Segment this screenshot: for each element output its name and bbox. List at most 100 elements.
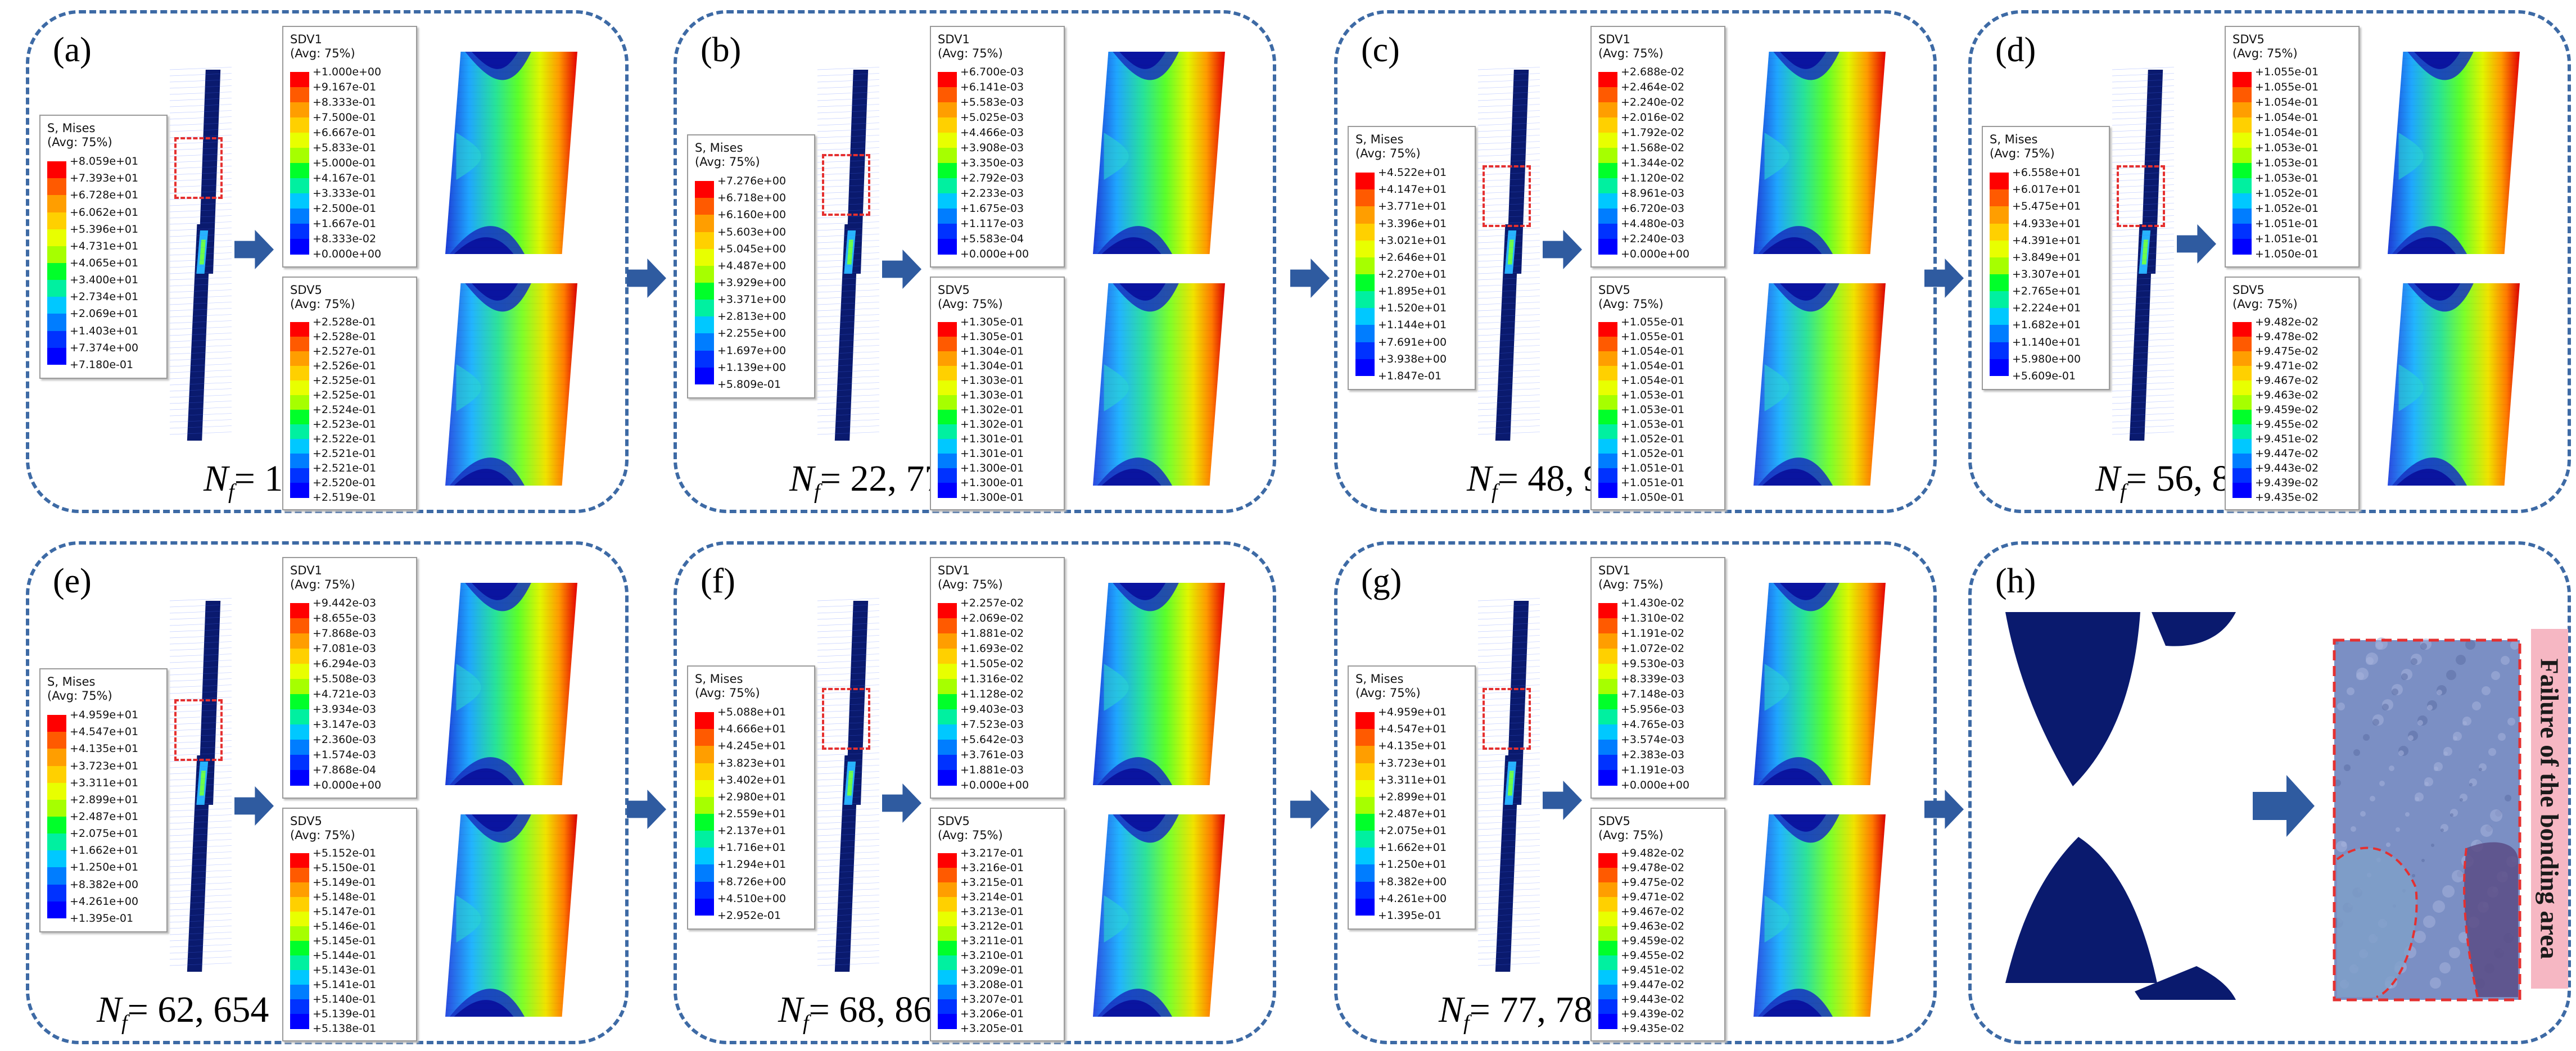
legend-swatch [1598, 483, 1617, 498]
legend-swatch [2232, 178, 2252, 194]
legend-value: +0.000e+00 [1621, 248, 1690, 261]
legend-swatch [1598, 912, 1617, 927]
legend-value: +2.813e+00 [717, 310, 787, 323]
legend-swatch [1598, 618, 1617, 634]
sdv1-legend: SDV1(Avg: 75%)+6.700e-03+6.141e-03+5.583… [930, 26, 1065, 268]
legend-swatch [938, 410, 957, 425]
legend-scale: +6.558e+01+6.017e+01+5.475e+01+4.933e+01… [1990, 164, 2109, 384]
legend-swatch [1990, 308, 2009, 325]
legend-value: +4.933e+01 [2012, 217, 2081, 230]
legend-swatch [938, 380, 957, 396]
legend-scale: +1.055e-01+1.055e-01+1.054e-01+1.054e-01… [2232, 64, 2358, 262]
legend-swatch [47, 749, 66, 767]
legend-swatch [938, 694, 957, 710]
legend-value: +1.250e+01 [70, 861, 139, 874]
legend-swatch [2232, 380, 2252, 396]
legend-value: +6.141e-03 [960, 80, 1024, 93]
legend-value: +9.447e-02 [1621, 978, 1685, 991]
legend-value: +9.455e-02 [1621, 949, 1685, 962]
legend-value: +1.053e-01 [1621, 418, 1685, 431]
legend-value: +9.471e-02 [1621, 891, 1685, 903]
legend-value: +9.439e-02 [2255, 477, 2319, 489]
legend-swatch [1598, 102, 1617, 118]
sdv1-legend: SDV1(Avg: 75%)+9.442e-03+8.655e-03+7.868… [282, 557, 417, 799]
specimen-mesh [2112, 67, 2174, 441]
legend-swatch [695, 316, 714, 334]
sdv5-legend: SDV5(Avg: 75%)+9.482e-02+9.478e-02+9.475… [2225, 277, 2360, 510]
legend-value: +3.771e+01 [1378, 200, 1447, 213]
legend-value: +1.403e+01 [70, 324, 139, 337]
legend-value: +9.467e-02 [1621, 905, 1685, 918]
legend-swatch [695, 232, 714, 250]
legend-swatch [290, 663, 309, 679]
legend-swatch [290, 755, 309, 771]
legend-swatch [695, 780, 714, 798]
legend-value: +2.069e+01 [70, 307, 139, 320]
legend-swatch [695, 367, 714, 385]
legend-swatch [1355, 274, 1375, 292]
legend-value: +2.016e-02 [1621, 111, 1685, 124]
legend-swatch [1598, 239, 1617, 255]
legend-swatch [47, 330, 66, 348]
legend-avg: (Avg: 75%) [290, 578, 355, 591]
mises-legend: S, Mises(Avg: 75%)+5.088e+01+4.666e+01+4… [687, 665, 815, 930]
legend-swatch [1598, 633, 1617, 649]
legend-swatch [2232, 395, 2252, 410]
legend-swatch [938, 163, 957, 179]
legend-swatch [47, 347, 66, 365]
legend-swatch [1598, 454, 1617, 469]
legend-value: +2.899e+01 [70, 793, 139, 806]
sdv5-legend: SDV5(Avg: 75%)+1.305e-01+1.305e-01+1.304… [930, 277, 1065, 510]
legend-value: +3.400e+01 [70, 274, 139, 287]
legend-scale: +1.000e+00+9.167e-01+8.333e-01+7.500e-01… [290, 64, 416, 262]
legend-value: +5.045e+00 [717, 242, 787, 255]
legend-value: +8.059e+01 [70, 155, 139, 168]
legend-swatch [1355, 325, 1375, 343]
legend-value: +1.055e-01 [2255, 65, 2319, 78]
legend-avg: (Avg: 75%) [1355, 686, 1421, 700]
legend-swatch [1598, 424, 1617, 440]
legend-value: +6.294e-03 [313, 657, 377, 670]
legend-title: SDV5 [290, 814, 322, 828]
legend-swatch [47, 195, 66, 213]
legend-value: +1.053e-01 [1621, 404, 1685, 416]
legend-value: +2.521e-01 [313, 462, 377, 474]
legend-value: +2.500e-01 [313, 202, 377, 215]
nf-subscript: f [803, 1011, 809, 1035]
legend-value: +2.069e-02 [960, 611, 1024, 624]
legend-value: +5.642e-03 [960, 733, 1024, 746]
legend-swatch [290, 770, 309, 786]
legend-value: +7.180e-01 [70, 358, 134, 371]
panel-label: (e) [53, 562, 92, 600]
legend-swatch [938, 454, 957, 469]
legend-value: +2.528e-01 [313, 316, 377, 328]
legend-value: +3.311e+01 [1378, 773, 1447, 786]
legend-swatch [938, 618, 957, 634]
legend-value: +2.525e-01 [313, 389, 377, 401]
legend-swatch [938, 366, 957, 381]
legend-value: +3.208e-01 [960, 978, 1024, 991]
legend-swatch [290, 483, 309, 498]
legend-value: +9.435e-02 [1621, 1022, 1685, 1035]
bond-region-highlight [174, 137, 223, 199]
legend-avg: (Avg: 75%) [938, 828, 1003, 842]
legend-swatch [1598, 1014, 1617, 1029]
legend-value: +9.442e-03 [313, 596, 377, 609]
legend-value: +8.655e-03 [313, 611, 377, 624]
legend-value: +2.526e-01 [313, 360, 377, 372]
legend-value: +3.216e-01 [960, 862, 1024, 874]
legend-swatch [1355, 848, 1375, 865]
legend-value: +5.603e+00 [717, 225, 787, 238]
legend-value: +3.211e-01 [960, 935, 1024, 947]
legend-swatch [47, 817, 66, 834]
legend-value: +3.311e+01 [70, 776, 139, 789]
legend-value: +2.522e-01 [313, 433, 377, 445]
legend-swatch [290, 71, 309, 88]
legend-swatch [938, 897, 957, 912]
panel-label: (d) [1995, 31, 2036, 69]
legend-swatch [1598, 694, 1617, 710]
legend-swatch [1598, 709, 1617, 725]
mises-legend: S, Mises(Avg: 75%)+4.959e+01+4.547e+01+4… [39, 668, 168, 932]
legend-title: SDV1 [1598, 564, 1630, 577]
legend-swatch [1598, 882, 1617, 898]
